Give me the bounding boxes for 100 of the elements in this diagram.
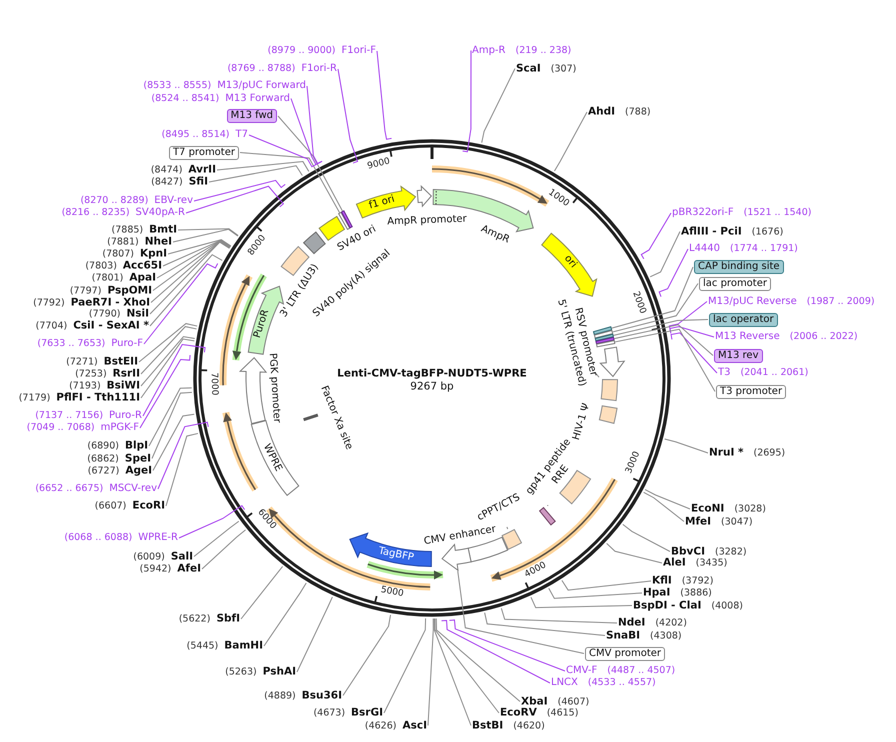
bp-position: (7807) xyxy=(102,248,134,260)
leader-line xyxy=(428,618,434,726)
bp-position: (4202) xyxy=(655,618,687,630)
primer-name: F1ori-F xyxy=(342,45,376,57)
leader-line xyxy=(306,86,323,164)
bp-position: (8979 .. 9000) xyxy=(268,45,336,56)
leader-line xyxy=(166,432,198,506)
bp-position: (4487 .. 4507) xyxy=(607,665,676,676)
enzyme-name: BstBI xyxy=(472,719,504,732)
enzyme-name: AscI xyxy=(402,719,427,732)
scale-number: 4000 xyxy=(523,561,548,581)
leader-line xyxy=(500,608,618,624)
primer-name: SV40pA-R xyxy=(136,207,185,219)
bp-position: (3886) xyxy=(680,588,712,600)
leader-line xyxy=(643,492,684,522)
primer-name: T7 xyxy=(236,129,248,141)
bp-position: (5263) xyxy=(225,666,257,678)
bp-position: (8216 .. 8235) xyxy=(62,207,130,218)
primer-name: WPRE-R xyxy=(138,532,178,544)
bp-position: (2041 .. 2061) xyxy=(740,367,808,378)
leader-line xyxy=(614,324,714,356)
bp-position: (8474) xyxy=(150,164,182,176)
leader-line xyxy=(612,283,698,332)
leader-line xyxy=(178,228,239,236)
leader-line xyxy=(462,50,472,152)
feature-label: AmpR promoter xyxy=(386,214,466,228)
bp-position: (3792) xyxy=(682,576,714,588)
primer-name: LNCX xyxy=(551,677,578,689)
bp-position: (7792) xyxy=(33,297,65,309)
feature-label: HIV-1 Ψ xyxy=(570,402,593,442)
enzyme-name: ApaI xyxy=(129,272,156,284)
leader-line xyxy=(172,228,238,242)
enzyme-name: PflFI - Tth111I xyxy=(56,392,140,404)
bp-position: (3028) xyxy=(734,504,766,516)
enzyme-name: BspDI - ClaI xyxy=(633,599,702,612)
feature-label: PuroR xyxy=(252,308,272,340)
enzyme-name: NruI * xyxy=(709,446,744,460)
bp-position: (4308) xyxy=(650,630,682,642)
leader-line xyxy=(554,112,588,172)
leader-line xyxy=(148,387,192,446)
primer-name: CMV-F xyxy=(566,665,598,677)
leader-line xyxy=(156,240,231,278)
enzyme-name: EcoRI xyxy=(132,500,165,512)
bp-position: (8769 .. 8788) xyxy=(227,63,296,74)
bp-position: (8533 .. 8555) xyxy=(143,80,212,92)
bp-position: (7137 .. 7156) xyxy=(35,410,104,422)
bp-position: (3047) xyxy=(721,516,753,528)
bp-position: (2006 .. 2022) xyxy=(790,331,858,342)
bp-position: (219 .. 238) xyxy=(516,44,572,56)
leader-line xyxy=(613,319,708,336)
leader-line xyxy=(670,332,718,374)
enzyme-name: BsrGI xyxy=(351,706,383,720)
bp-position: (4626) xyxy=(364,720,396,732)
leader-line xyxy=(162,240,232,266)
bp-position: (6607) xyxy=(94,500,126,512)
leader-line xyxy=(611,266,694,329)
feature-tag: CAP binding site xyxy=(694,260,784,274)
feature-label: TagBFP xyxy=(377,546,415,565)
bp-position: (7797) xyxy=(70,285,102,297)
bp-position: (6727) xyxy=(88,465,120,477)
primer-name: Puro-F xyxy=(111,338,143,350)
bp-position: (4607) xyxy=(558,696,590,708)
plasmid-name: Lenti-CMV-tagBFP-NUDT5-WPRE xyxy=(337,367,527,380)
leader-line xyxy=(384,618,426,714)
bp-position: (8270 .. 8289) xyxy=(80,195,148,206)
leader-line xyxy=(202,529,246,570)
feature-tag: CMV promoter xyxy=(585,646,666,660)
bp-position: (7801) xyxy=(92,272,124,284)
bp-position: (8524 .. 8541) xyxy=(151,92,220,104)
leader-line xyxy=(561,580,652,591)
leader-line xyxy=(376,50,392,140)
enzyme-name: NdeI xyxy=(618,616,646,630)
enzyme-name: CsiI - SexAI * xyxy=(73,320,149,332)
leader-line xyxy=(138,323,198,362)
leader-line xyxy=(248,134,317,168)
leader-line xyxy=(484,612,606,636)
primer-name: F1ori-R xyxy=(301,63,337,75)
primer-name: M13/pUC Reverse xyxy=(708,296,797,308)
leader-line xyxy=(194,180,286,202)
leader-line xyxy=(142,344,206,416)
bp-position: (6862) xyxy=(87,453,119,465)
feature-tag: lac promoter xyxy=(699,276,771,290)
bp-position: (7193) xyxy=(69,380,101,392)
leader-line xyxy=(436,618,520,702)
leader-line xyxy=(186,186,284,214)
bp-position: (8427) xyxy=(151,176,183,188)
enzyme-name: AvrII xyxy=(188,164,216,176)
leader-line xyxy=(178,505,246,538)
feature-label: f1 ori xyxy=(368,194,396,212)
bp-position: (4008) xyxy=(711,600,743,612)
enzyme-name: Bsu36I xyxy=(302,689,342,702)
enzyme-name: KpnI xyxy=(140,248,167,260)
feature-tag: lac operator xyxy=(709,312,778,326)
enzyme-name: BmtI xyxy=(149,224,177,236)
leader-line xyxy=(481,68,516,144)
leader-line xyxy=(296,596,333,672)
bp-position: (5445) xyxy=(186,640,218,652)
bp-position: (4533 .. 4557) xyxy=(588,677,656,688)
enzyme-name: Acc65I xyxy=(122,260,162,272)
bp-position: (1774 .. 1791) xyxy=(730,243,798,254)
